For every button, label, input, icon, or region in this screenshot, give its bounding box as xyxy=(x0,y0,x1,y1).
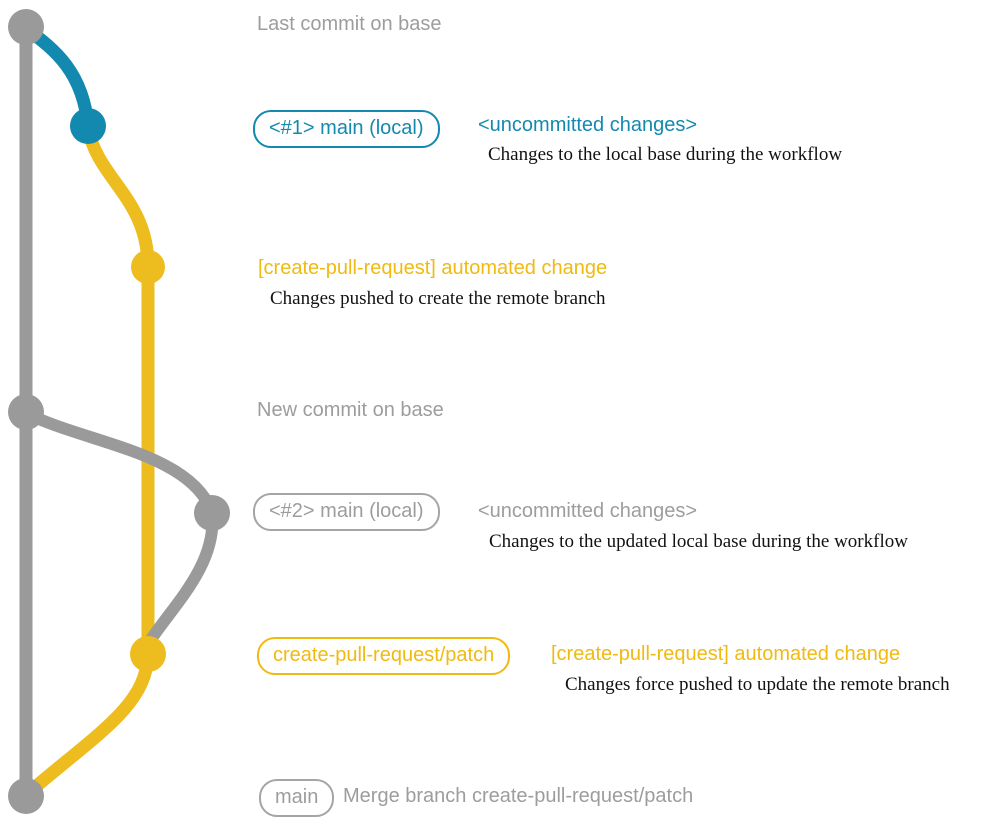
patch-branch-line xyxy=(81,120,155,655)
badge-create-pull-request-patch: create-pull-request/patch xyxy=(257,637,511,675)
heading-automated-change-2: [create-pull-request] automated change xyxy=(551,643,901,665)
updated-local-main-line-out xyxy=(20,407,218,518)
note-pushed-to-create: Changes pushed to create the remote bran… xyxy=(270,288,606,309)
commit-dot-local-main-1 xyxy=(70,108,106,144)
badge-main-local-1: <#1> main (local) xyxy=(253,110,440,148)
label-new-commit-on-base: New commit on base xyxy=(257,399,444,421)
badge-main-local-2: <#2> main (local) xyxy=(253,493,440,531)
patch-merge-line xyxy=(20,648,155,801)
note-updated-local-base-changes: Changes to the updated local base during… xyxy=(489,531,908,552)
commit-dot-local-main-2 xyxy=(194,495,230,531)
badge-main: main xyxy=(259,779,335,817)
commit-dot-automated-change-1 xyxy=(131,250,165,284)
label-last-commit-on-base: Last commit on base xyxy=(257,13,442,35)
commit-dot-new-commit-on-base xyxy=(8,394,44,430)
heading-uncommitted-changes-2: <uncommitted changes> xyxy=(478,500,698,522)
commit-dot-merge xyxy=(8,778,44,814)
commit-dot-last-commit-on-base xyxy=(8,9,44,45)
note-force-pushed-to-update: Changes force pushed to update the remot… xyxy=(565,674,950,695)
commit-dot-automated-change-2 xyxy=(130,636,166,672)
updated-local-main-line-in xyxy=(144,508,219,647)
label-merge-branch: Merge branch create-pull-request/patch xyxy=(343,785,694,807)
note-local-base-changes: Changes to the local base during the wor… xyxy=(488,144,843,165)
heading-uncommitted-changes-1: <uncommitted changes> xyxy=(478,114,698,136)
heading-automated-change-1: [create-pull-request] automated change xyxy=(258,257,608,279)
